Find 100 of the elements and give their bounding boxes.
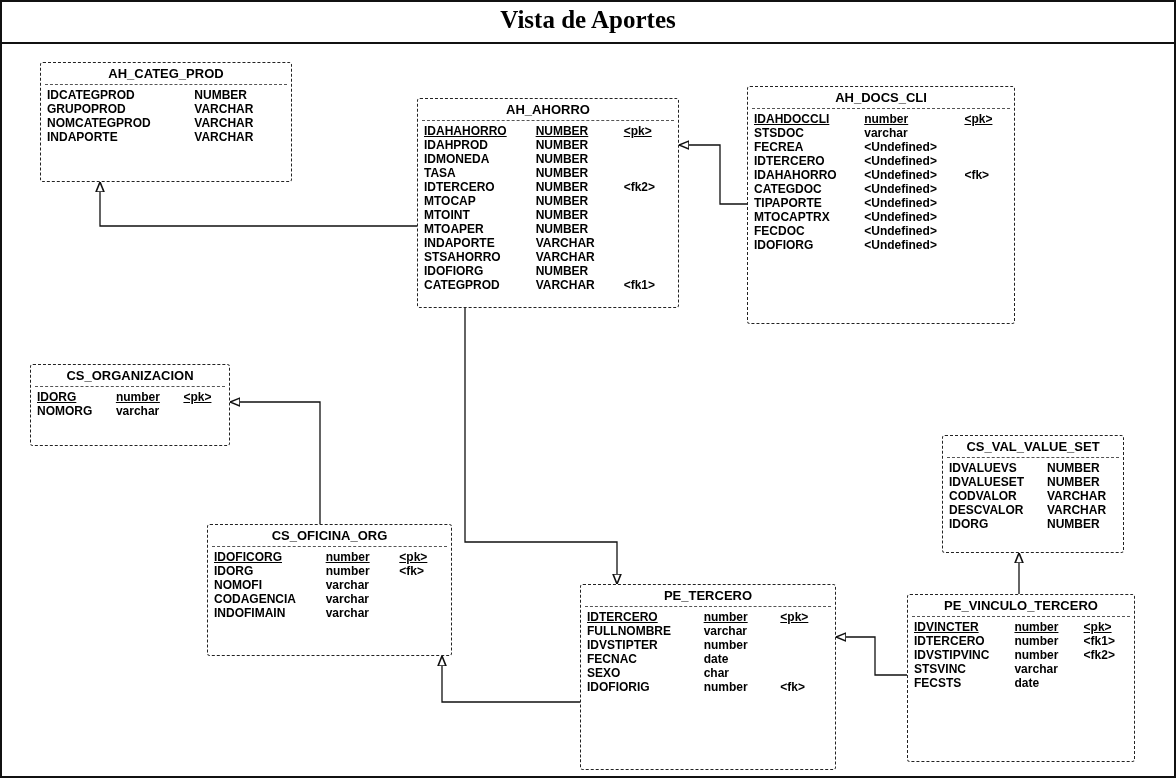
- data-type: VARCHAR: [535, 279, 595, 292]
- column-name: IDTERCERO: [424, 181, 495, 194]
- column-name: IDTERCERO: [754, 155, 825, 168]
- table-name: PE_TERCERO: [585, 585, 831, 607]
- data-type: varchar: [1014, 663, 1058, 676]
- data-type: NUMBER: [535, 167, 589, 180]
- column-name: CODAGENCIA: [214, 593, 296, 606]
- column-name: IDCATEGPROD: [47, 89, 135, 102]
- data-type: varchar: [325, 593, 370, 606]
- data-type: number: [1014, 635, 1059, 648]
- key-marker: <fk1>: [1083, 635, 1115, 648]
- column-name: IDORG: [214, 565, 254, 578]
- key-marker: <pk>: [964, 113, 993, 126]
- key-marker: <fk>: [780, 681, 805, 694]
- column-name: NOMORG: [37, 405, 93, 418]
- data-type: NUMBER: [535, 265, 589, 278]
- diagram-title: Vista de Aportes: [500, 6, 676, 34]
- data-type: <Undefined>: [864, 183, 937, 196]
- table-name: PE_VINCULO_TERCERO: [912, 595, 1130, 617]
- data-type: number: [325, 551, 370, 564]
- entity-table: [417, 98, 679, 308]
- data-type: NUMBER: [535, 195, 589, 208]
- table-name: AH_DOCS_CLI: [752, 87, 1010, 109]
- data-type: number: [1014, 649, 1059, 662]
- key-marker: <pk>: [183, 391, 212, 404]
- column-name: IDTERCERO: [914, 635, 985, 648]
- data-type: number: [325, 565, 370, 578]
- column-name: TIPAPORTE: [754, 197, 822, 210]
- entity-table: [580, 584, 836, 770]
- data-type: varchar: [325, 607, 370, 620]
- column-name: DESCVALOR: [949, 504, 1024, 517]
- column-name: IDAHDOCCLI: [754, 113, 830, 126]
- column-name: IDAHPROD: [424, 139, 488, 152]
- data-type: <Undefined>: [864, 211, 937, 224]
- data-type: NUMBER: [194, 89, 247, 102]
- column-name: IDAHAHORRO: [754, 169, 837, 182]
- column-name: NOMOFI: [214, 579, 262, 592]
- entity-table: [30, 364, 230, 446]
- data-type: VARCHAR: [535, 237, 595, 250]
- data-type: <Undefined>: [864, 155, 937, 168]
- column-name: IDORG: [949, 518, 989, 531]
- key-marker: <pk>: [399, 551, 428, 564]
- column-name: STSVINC: [914, 663, 966, 676]
- column-name: FECREA: [754, 141, 804, 154]
- key-marker: <fk2>: [1083, 649, 1115, 662]
- table-name: AH_AHORRO: [422, 99, 674, 121]
- column-name: IDVINCTER: [914, 621, 979, 634]
- data-type: NUMBER: [535, 181, 589, 194]
- data-type: date: [703, 653, 729, 666]
- column-name: STSAHORRO: [424, 251, 501, 264]
- data-type: varchar: [325, 579, 370, 592]
- key-marker: <fk>: [399, 565, 424, 578]
- column-name: MTOINT: [424, 209, 470, 222]
- column-name: FECSTS: [914, 677, 962, 690]
- data-type: NUMBER: [535, 153, 589, 166]
- key-marker: <pk>: [623, 125, 652, 138]
- data-type: VARCHAR: [194, 103, 254, 116]
- entity-table: [907, 594, 1135, 762]
- data-type: NUMBER: [535, 209, 589, 222]
- column-name: MTOAPER: [424, 223, 484, 236]
- data-type: date: [1014, 677, 1040, 690]
- column-name: IDVALUEVS: [949, 462, 1017, 475]
- column-name: IDAHAHORRO: [424, 125, 507, 138]
- relationship-arrow: [464, 307, 622, 585]
- column-name: IDOFIORG: [424, 265, 484, 278]
- data-type: NUMBER: [535, 223, 589, 236]
- data-type: VARCHAR: [1047, 504, 1107, 517]
- column-name: SEXO: [587, 667, 621, 680]
- data-type: number: [703, 639, 748, 652]
- data-type: <Undefined>: [864, 141, 937, 154]
- column-name: INDAPORTE: [47, 131, 118, 144]
- data-type: <Undefined>: [864, 169, 937, 182]
- table-name: CS_ORGANIZACION: [35, 365, 225, 387]
- data-type: NUMBER: [535, 139, 589, 152]
- data-type: NUMBER: [1047, 476, 1100, 489]
- data-type: VARCHAR: [194, 131, 254, 144]
- column-name: MTOCAPTRX: [754, 211, 830, 224]
- table-name: CS_OFICINA_ORG: [212, 525, 447, 547]
- relationship-arrow: [1014, 552, 1024, 595]
- column-name: IDVSTIPVINC: [914, 649, 990, 662]
- data-type: varchar: [115, 405, 160, 418]
- key-marker: <fk1>: [623, 279, 656, 292]
- data-type: number: [703, 681, 748, 694]
- column-name: NOMCATEGPROD: [47, 117, 151, 130]
- column-name: IDORG: [37, 391, 77, 404]
- data-type: number: [115, 391, 160, 404]
- column-name: FECNAC: [587, 653, 637, 666]
- data-type: NUMBER: [1047, 462, 1100, 475]
- relationship-arrow: [835, 632, 908, 676]
- data-type: varchar: [864, 127, 908, 140]
- data-type: number: [703, 611, 748, 624]
- data-type: <Undefined>: [864, 225, 937, 238]
- relationship-arrow: [678, 140, 748, 205]
- column-name: FECDOC: [754, 225, 805, 238]
- data-type: NUMBER: [535, 125, 589, 138]
- column-name: INDOFIMAIN: [214, 607, 286, 620]
- column-name: FULLNOMBRE: [587, 625, 671, 638]
- column-name: IDOFICORG: [214, 551, 282, 564]
- key-marker: <fk>: [964, 169, 990, 182]
- entity-table: [207, 524, 452, 656]
